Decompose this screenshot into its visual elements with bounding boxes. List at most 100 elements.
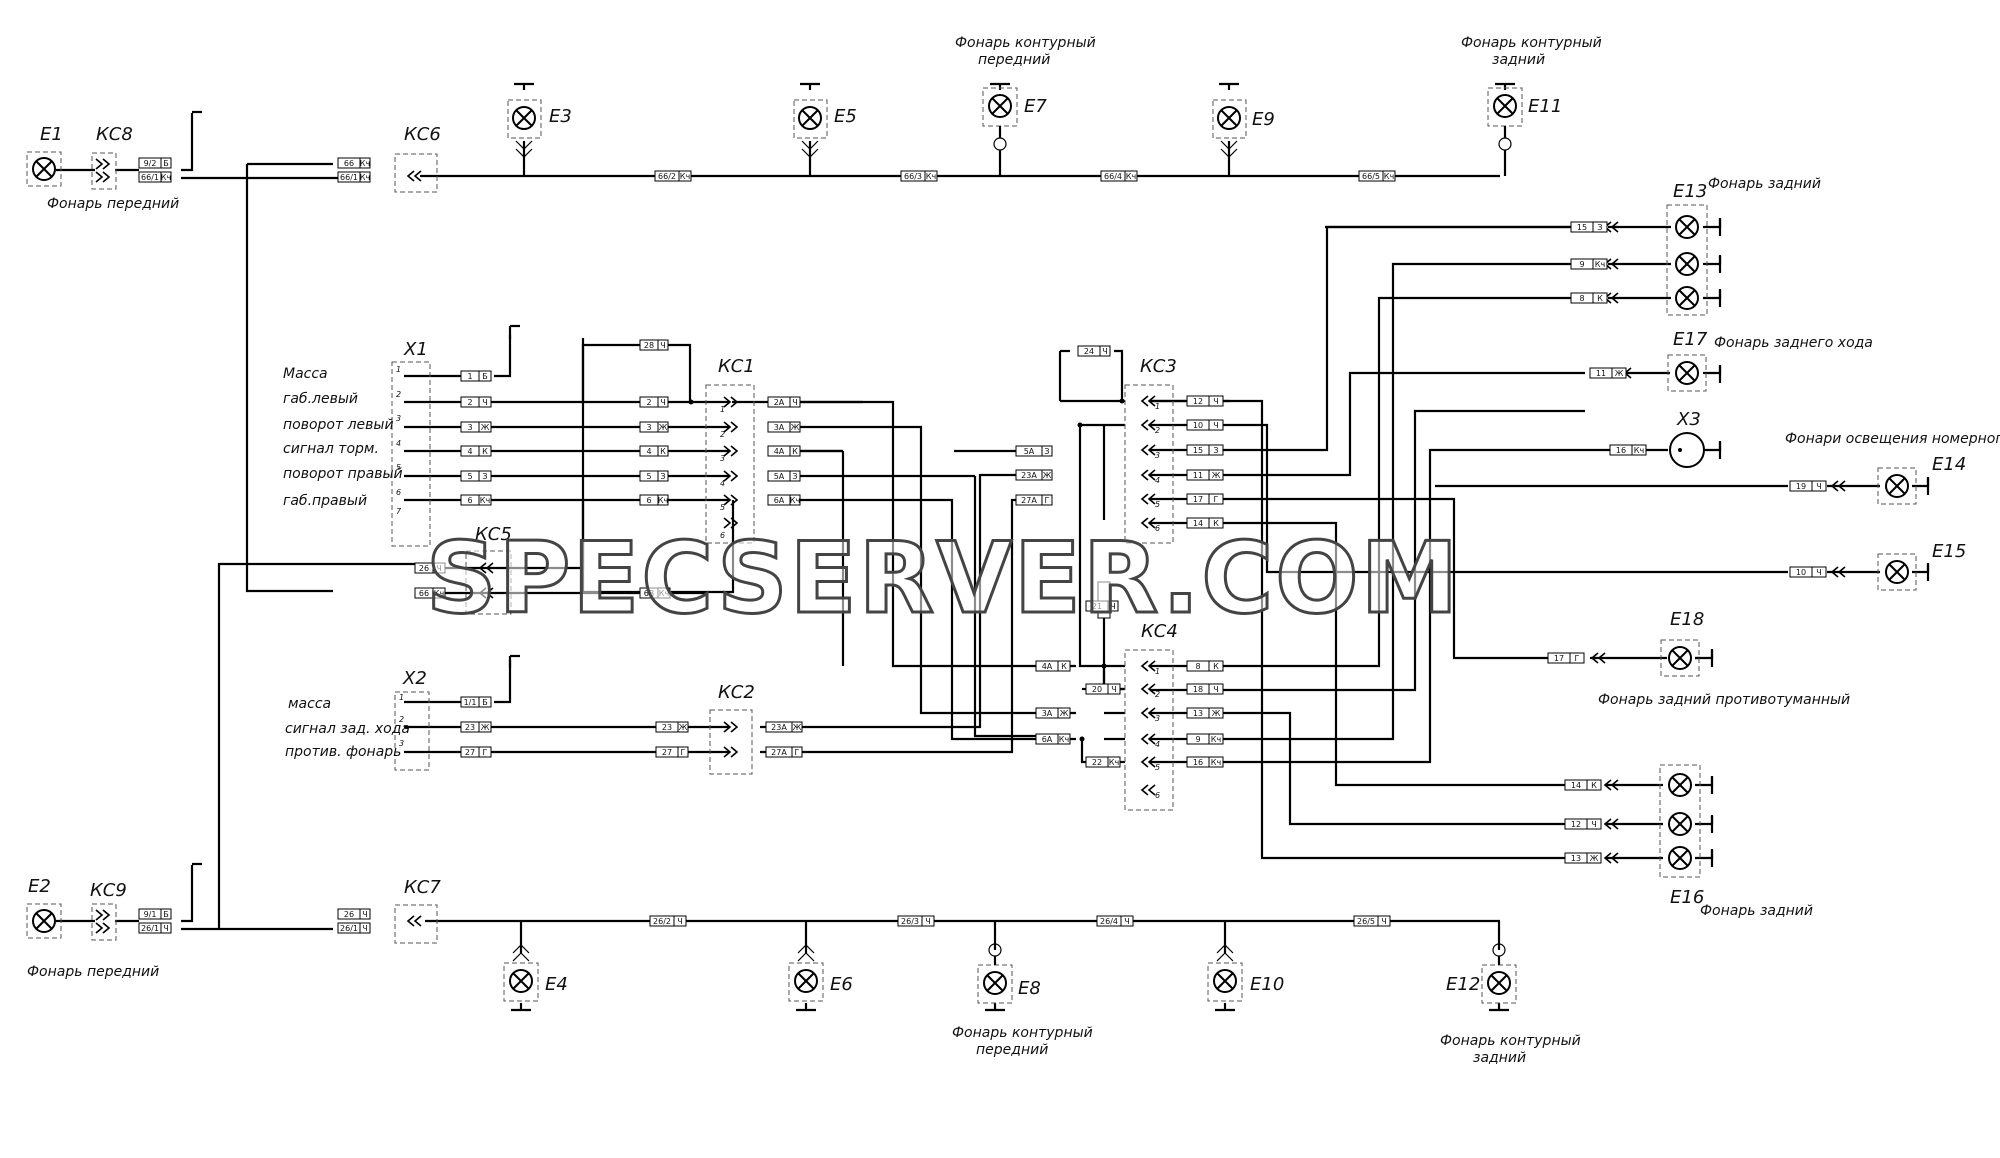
tag-top-1-number: 66/3 (904, 172, 922, 181)
label-e13: E13 (1673, 181, 1707, 202)
caption-e2: Фонарь передний (27, 964, 159, 980)
tag-bottom-2-color: Ч (1124, 917, 1129, 926)
tag-kc3out-2-color: З (1213, 446, 1218, 455)
tag-kc1out-2-color: К (792, 447, 798, 456)
tag-kc1in-1-number: 3 (646, 423, 651, 432)
wires (56, 113, 1930, 953)
tag-kc3out-1-color: Ч (1213, 421, 1218, 430)
tag-kc3in-1-color: Ж (1043, 471, 1052, 480)
tag-kc3out-0-number: 12 (1193, 397, 1203, 406)
tag-x1-2-number: 3 (467, 423, 472, 432)
tag-kc3out-5-number: 14 (1193, 519, 1203, 528)
label-e15: E15 (1932, 541, 1966, 562)
lamp-e11 (1487, 87, 1523, 138)
caption-e12-line1: Фонарь контурный (1440, 1033, 1581, 1049)
tag-kc5-1-number: 66 (419, 589, 429, 598)
tag-e1-a-number: 9/2 (144, 159, 157, 168)
lamp-e2 (26, 903, 62, 939)
tag-x3-number: 16 (1616, 446, 1626, 455)
tag-w6b-number: 6В (644, 589, 655, 598)
x1-signal-4: сигнал торм. (283, 441, 379, 457)
kc4-pin-3: 3 (1155, 714, 1160, 723)
label-e4: E4 (545, 974, 568, 995)
tag-e13-2-color: К (1597, 294, 1603, 303)
caption-e8-line1: Фонарь контурный (952, 1025, 1093, 1041)
label-e18: E18 (1670, 609, 1704, 630)
lamp-e13 (1666, 204, 1708, 316)
lamp-e8 (977, 956, 1013, 1004)
tag-kc6-b-color: Кч (360, 173, 370, 182)
tag-e17-color: Ж (1615, 369, 1624, 378)
tag-x1-2-color: Ж (481, 423, 490, 432)
kc1-pin-2: 2 (720, 430, 725, 439)
tag-kc1in-1-color: Ж (659, 423, 668, 432)
tag-bottom-0-number: 26/2 (653, 917, 671, 926)
lamp-e7 (982, 87, 1018, 138)
tag-kc2in-1-color: Г (681, 748, 686, 757)
label-e7: E7 (1024, 96, 1047, 117)
label-kc7: КС7 (404, 877, 441, 898)
tag-kc7-a-color: Ч (362, 910, 367, 919)
tag-kc4out-0-color: К (1213, 662, 1219, 671)
tag-kc3in-1-number: 23А (1021, 471, 1037, 480)
tag-kc3in-0-color: З (1044, 447, 1049, 456)
lamp-e5 (793, 99, 828, 139)
tag-x1-1-number: 2 (467, 398, 472, 407)
lamps (26, 87, 1917, 1004)
tag-kc4out-3-number: 9 (1195, 735, 1200, 744)
x1-pin-6: 6 (396, 488, 401, 497)
tag-kc2out-1-color: Г (795, 748, 800, 757)
tag-top-2-number: 66/4 (1104, 172, 1122, 181)
kc1-pin-3: 3 (720, 454, 725, 463)
tag-kc3in-1: 23А Ж (1015, 469, 1053, 481)
connector-kc5 (465, 550, 512, 615)
tag-kc3out-2-number: 15 (1193, 446, 1203, 455)
label-x3: X3 (1676, 409, 1701, 430)
x2-signal-3: против. фонарь (285, 744, 401, 760)
tag-kc4in-2-number: 3А (1042, 709, 1053, 718)
x1-pin-7: 7 (396, 507, 402, 516)
label-kc8: КС8 (96, 124, 133, 145)
tag-kc1out-1-color: Ж (791, 423, 800, 432)
tag-kc3in-0-number: 5А (1024, 447, 1035, 456)
tag-kc1in-3-number: 5 (646, 472, 651, 481)
lamp-e14 (1877, 467, 1917, 505)
tag-kc4out-1-number: 18 (1193, 685, 1203, 694)
tag-kc5-0-color: Ч (436, 564, 441, 573)
lamp-e12 (1481, 956, 1517, 1004)
x1-pin-3: 3 (396, 414, 401, 423)
tag-x2-0-number: 1/1 (464, 698, 477, 707)
tag-e16-1-number: 12 (1571, 820, 1581, 829)
tag-kc2out-0-color: Ж (793, 723, 802, 732)
connector-x2 (394, 691, 430, 771)
label-e11: E11 (1528, 96, 1562, 117)
lamp-e17 (1667, 354, 1707, 392)
label-e8: E8 (1018, 978, 1041, 999)
tag-x2-1-color: Ж (481, 723, 490, 732)
label-e3: E3 (549, 106, 572, 127)
tag-kc4out-0-number: 8 (1195, 662, 1200, 671)
tag-kc4out-2-number: 13 (1193, 709, 1203, 718)
kc4-pin-2: 2 (1155, 690, 1160, 699)
tag-x1-5-number: 6 (467, 496, 472, 505)
tag-e13-0-number: 15 (1577, 223, 1587, 232)
x1-pin-5: 5 (396, 463, 401, 472)
